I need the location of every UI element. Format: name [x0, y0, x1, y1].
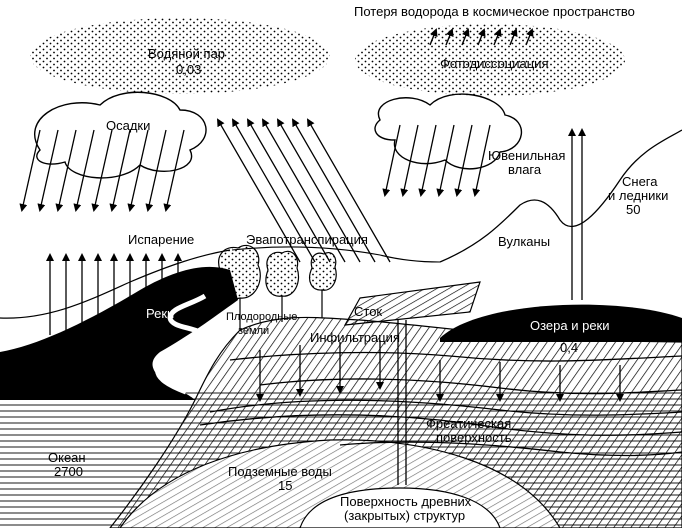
ancient-structures	[299, 487, 501, 528]
juvenile-water-label-1: Ювенильная	[488, 148, 565, 163]
strata-lines	[199, 351, 682, 457]
hydrogen-loss-label: Потеря водорода в космическое пространст…	[354, 4, 635, 19]
rain-arrows-right	[382, 124, 491, 197]
lake	[440, 304, 682, 342]
left-dark-land	[0, 266, 238, 400]
evaporation-label: Испарение	[128, 232, 194, 247]
groundwater-label: Подземные воды	[228, 464, 332, 479]
groundwater-value: 15	[278, 478, 292, 493]
snow-label-1: Снега	[622, 174, 658, 189]
well-pipe	[397, 320, 407, 485]
juvenile-arrows	[568, 128, 586, 300]
ocean-label: Океан	[48, 450, 86, 465]
water-vapor-cloud	[30, 18, 330, 94]
water-vapor-value: 0,03	[176, 62, 201, 77]
phreatic-label-1: Фреатическая	[426, 416, 511, 431]
evapotranspiration-label: Эвапотранспирация	[246, 232, 368, 247]
snow-label-2: и ледники	[608, 188, 668, 203]
photodissociation-arrows	[429, 28, 534, 46]
evapotranspiration-arrows	[216, 118, 391, 263]
right-cloud	[374, 93, 523, 170]
photodissociation-label: Фотодиссоциация	[440, 56, 549, 71]
snow-value: 50	[626, 202, 640, 217]
ancient-surface-label-2: (закрытых) структур	[344, 508, 465, 523]
lakes-rivers-label: Озера и реки	[530, 318, 610, 333]
trees	[217, 244, 337, 330]
infiltration-label: Инфильтрация	[310, 330, 400, 345]
volcano-outline	[439, 129, 682, 263]
runoff-label: Сток	[354, 304, 382, 319]
photodissociation-cloud	[355, 24, 625, 96]
infiltration-arrows	[256, 340, 624, 402]
river	[155, 293, 209, 395]
water-vapor-label: Водяной пар	[148, 46, 225, 61]
fertile-lands-label-1: Плодородные	[226, 311, 297, 323]
volcanoes-label: Вулканы	[498, 234, 550, 249]
rain-arrows-left	[19, 129, 185, 212]
phreatic-label-2: поверхность	[436, 430, 512, 445]
precipitation-cloud	[34, 91, 207, 179]
lakes-rivers-value: 0,4	[560, 340, 578, 355]
precipitation-label: Осадки	[106, 118, 150, 133]
juvenile-water-label-2: влага	[508, 162, 542, 177]
runoff-fields	[343, 281, 481, 326]
fertile-lands-label-2: земли	[238, 325, 269, 337]
ancient-surface-label-1: Поверхность древних	[340, 494, 472, 509]
ocean-value: 2700	[54, 464, 83, 479]
evaporation-arrows	[46, 253, 182, 335]
hill-line	[231, 246, 441, 263]
rivers-label: Реки	[146, 306, 174, 321]
